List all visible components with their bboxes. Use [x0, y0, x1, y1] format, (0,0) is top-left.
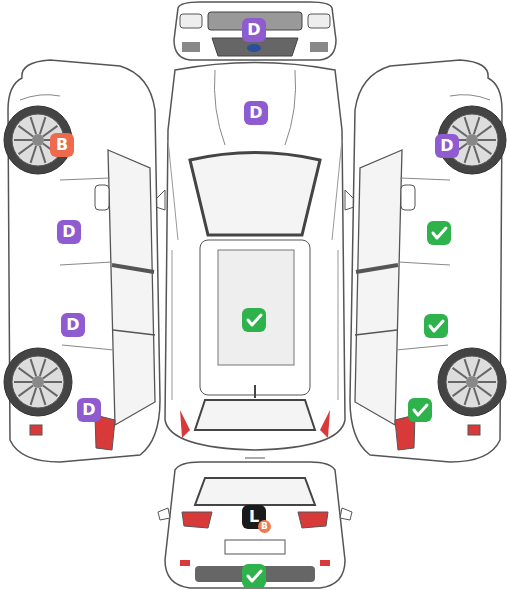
ok-mark: [242, 308, 266, 332]
damage-code: D: [247, 22, 260, 38]
damage-code: D: [249, 105, 262, 121]
ok-mark: [408, 398, 432, 422]
damage-badge: D: [244, 101, 268, 125]
damage-code: D: [82, 402, 95, 418]
damage-badge: B: [50, 133, 74, 157]
ok-mark: [242, 564, 266, 588]
damage-badge: D: [57, 220, 81, 244]
sub-code: B: [258, 520, 271, 533]
ok-marks: [242, 221, 451, 588]
ok-mark: [424, 314, 448, 338]
damage-code: D: [66, 317, 79, 333]
top-view: [150, 63, 360, 459]
left-side-view: [4, 60, 160, 462]
damage-code: D: [62, 224, 75, 240]
damage-code: B: [56, 137, 68, 153]
front-view: [174, 2, 336, 60]
damage-badge: D: [242, 18, 266, 42]
ok-mark: [427, 221, 451, 245]
rear-view: [158, 462, 352, 588]
damage-badge: D: [435, 134, 459, 158]
right-side-view: [350, 60, 506, 462]
damage-badge: D: [77, 398, 101, 422]
damage-code: L: [249, 509, 259, 525]
damage-badge: D: [61, 313, 85, 337]
damage-badge: LB: [242, 505, 266, 529]
damage-code: D: [440, 138, 453, 154]
